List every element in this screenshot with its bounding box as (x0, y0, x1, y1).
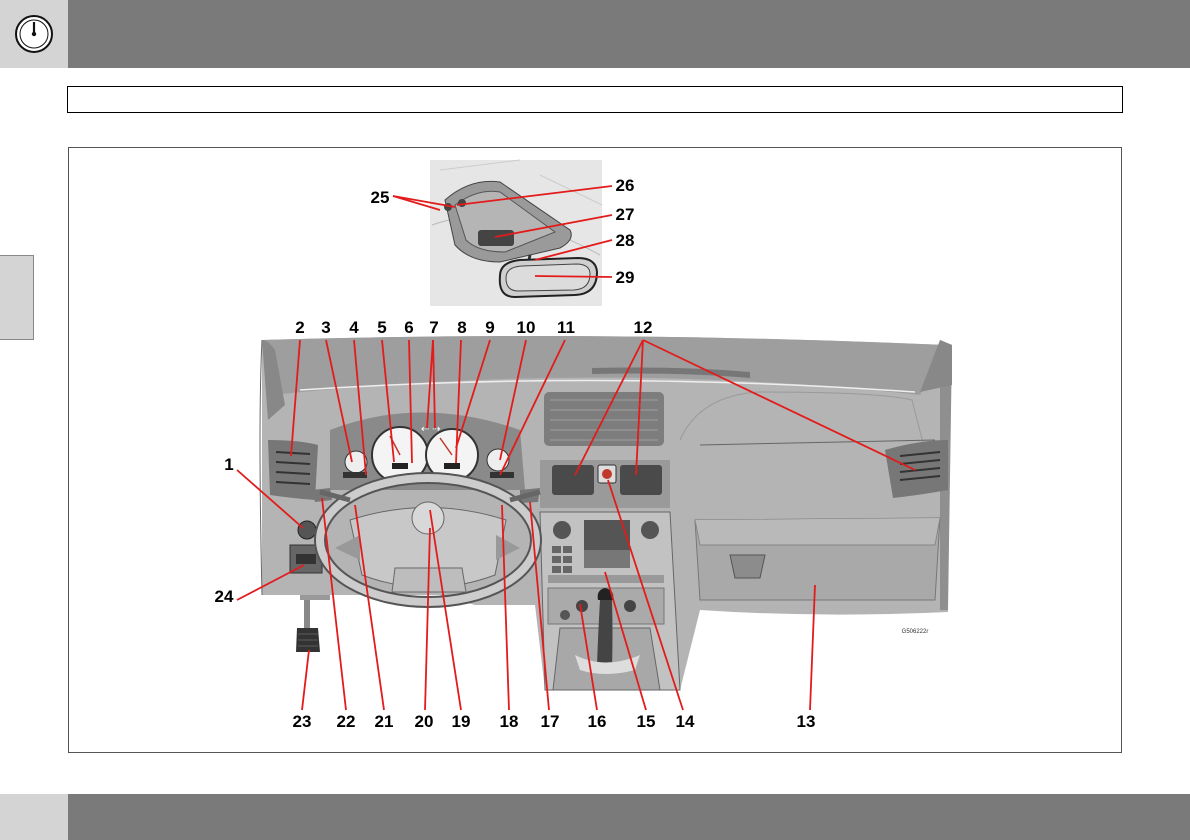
callout-8: 8 (457, 318, 466, 337)
callout-7: 7 (429, 318, 438, 337)
svg-text:⇠ ⇢: ⇠ ⇢ (421, 424, 441, 435)
callout-16: 16 (588, 712, 607, 731)
callout-19: 19 (452, 712, 471, 731)
callout-5: 5 (377, 318, 386, 337)
callout-6: 6 (404, 318, 413, 337)
section-title (67, 86, 1123, 113)
top-bar (0, 0, 1190, 68)
callout-12: 12 (634, 318, 653, 337)
callout-2: 2 (295, 318, 304, 337)
chapter-tab (0, 255, 34, 340)
callout-4: 4 (349, 318, 359, 337)
callout-13: 13 (797, 712, 816, 731)
callout-17: 17 (541, 712, 560, 731)
page-number-cell (0, 794, 68, 840)
callout-15: 15 (637, 712, 656, 731)
callout-24: 24 (215, 587, 234, 606)
callout-29: 29 (616, 268, 635, 287)
callout-22: 22 (337, 712, 356, 731)
bottom-bar (0, 794, 1190, 840)
figure-ref-code: G506222r (902, 629, 929, 635)
callout-20: 20 (415, 712, 434, 731)
callout-21: 21 (375, 712, 394, 731)
callout-1: 1 (224, 455, 233, 474)
callout-23: 23 (293, 712, 312, 731)
callout-27: 27 (616, 205, 635, 224)
callout-labels: 1 2 3 4 5 6 7 8 9 10 11 12 13 14 15 16 1… (215, 176, 929, 731)
dashboard-body (259, 336, 952, 691)
callout-3: 3 (321, 318, 330, 337)
callout-14: 14 (676, 712, 695, 731)
callout-25: 25 (371, 188, 390, 207)
callout-9: 9 (485, 318, 494, 337)
header-icon-cell (0, 0, 68, 68)
instrument-cluster: ⇠ ⇢ (330, 412, 525, 490)
gauge-icon (15, 15, 53, 53)
callout-26: 26 (616, 176, 635, 195)
callout-28: 28 (616, 231, 635, 250)
callout-10: 10 (517, 318, 536, 337)
leader-lines (236, 185, 916, 711)
callout-18: 18 (500, 712, 519, 731)
callout-11: 11 (557, 318, 575, 337)
